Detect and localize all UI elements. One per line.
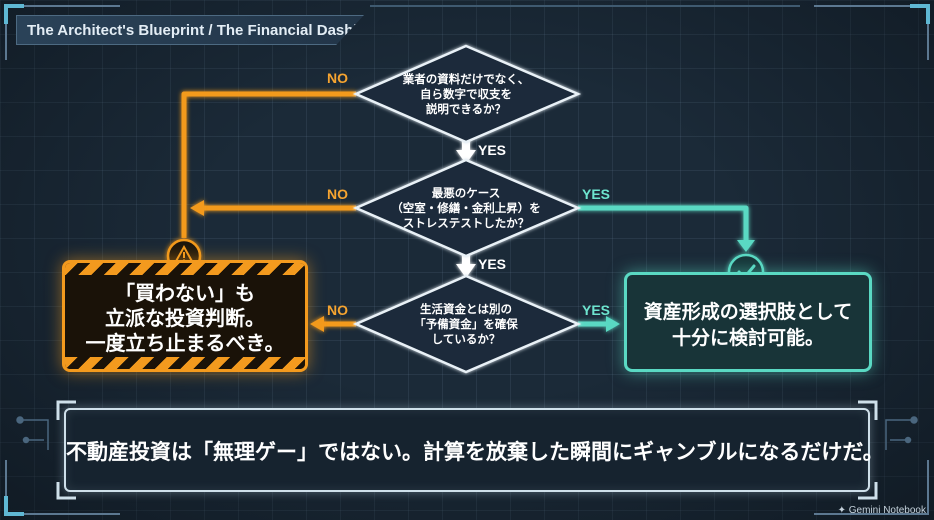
banner-corner-marks bbox=[56, 400, 878, 500]
no-arrowhead-3 bbox=[310, 316, 324, 332]
decision-diamonds bbox=[352, 44, 582, 374]
watermark: ✦ Gemini Notebook bbox=[838, 505, 926, 516]
no-arrowheads bbox=[190, 200, 324, 332]
label-no-3: NO bbox=[327, 302, 348, 318]
outcome-go-box: 資産形成の選択肢として 十分に検討可能。 bbox=[624, 272, 872, 372]
label-no-1: NO bbox=[327, 70, 348, 86]
label-yes-2-down: YES bbox=[478, 256, 507, 272]
conclusion-text: 不動産投資は「無理ゲー」ではない。計算を放棄した瞬間にギャンブルになるだけだ。 bbox=[66, 440, 884, 464]
decision-text-3: 生活資金とは別の 「予備資金」を確保 しているか？ bbox=[414, 302, 518, 346]
outcome-stop-text: 「買わない」も 立派な投資判断。 一度立ち止まるべき。 bbox=[85, 281, 285, 355]
label-yes-2-right: YES bbox=[582, 186, 611, 202]
yes-arrowhead-2 bbox=[737, 240, 755, 252]
conclusion-banner: 不動産投資は「無理ゲー」ではない。計算を放棄した瞬間にギャンブルになるだけだ。 bbox=[64, 408, 884, 492]
label-yes-3: YES bbox=[582, 302, 611, 318]
decision-diamond-2 bbox=[352, 158, 582, 258]
circuit-decoration-right bbox=[885, 416, 918, 450]
yes-arrowheads bbox=[606, 240, 755, 332]
title-separator: / bbox=[204, 22, 217, 39]
decision-diamond-1 bbox=[352, 44, 582, 144]
title-part-1: The Architect's Blueprint bbox=[27, 22, 205, 39]
yes-arrowhead-3 bbox=[606, 316, 620, 332]
gemini-icon: ✦ bbox=[837, 505, 846, 516]
circuit-decoration-left bbox=[16, 416, 49, 450]
outcome-stop-box: 「買わない」も 立派な投資判断。 一度立ち止まるべき。 bbox=[62, 260, 308, 372]
hazard-stripe-bottom bbox=[65, 357, 305, 369]
decision-text-1: 業者の資料だけでなく、 自ら数字で収支を 説明できるか？ bbox=[402, 72, 530, 116]
label-yes-1: YES bbox=[478, 142, 507, 158]
watermark-text: Gemini Notebook bbox=[848, 505, 926, 516]
decision-text-2: 最悪のケース （空室・修繕・金利上昇）を ストレステストしたか？ bbox=[391, 186, 541, 230]
yes-connectors bbox=[578, 205, 749, 327]
label-no-2: NO bbox=[327, 186, 348, 202]
page-title: The Architect's Blueprint / The Financia… bbox=[16, 15, 364, 45]
frame-corner-accents bbox=[4, 4, 930, 516]
yes-connector-2 bbox=[578, 205, 749, 240]
no-connector-1 bbox=[181, 91, 356, 238]
no-connectors bbox=[181, 91, 356, 327]
outcome-go-text: 資産形成の選択肢として 十分に検討可能。 bbox=[643, 301, 853, 349]
title-part-2: The Financial Dashboard bbox=[216, 22, 396, 39]
no-arrowhead-2 bbox=[190, 200, 204, 216]
hazard-stripe-top bbox=[65, 263, 305, 275]
decision-diamond-3 bbox=[352, 274, 582, 374]
